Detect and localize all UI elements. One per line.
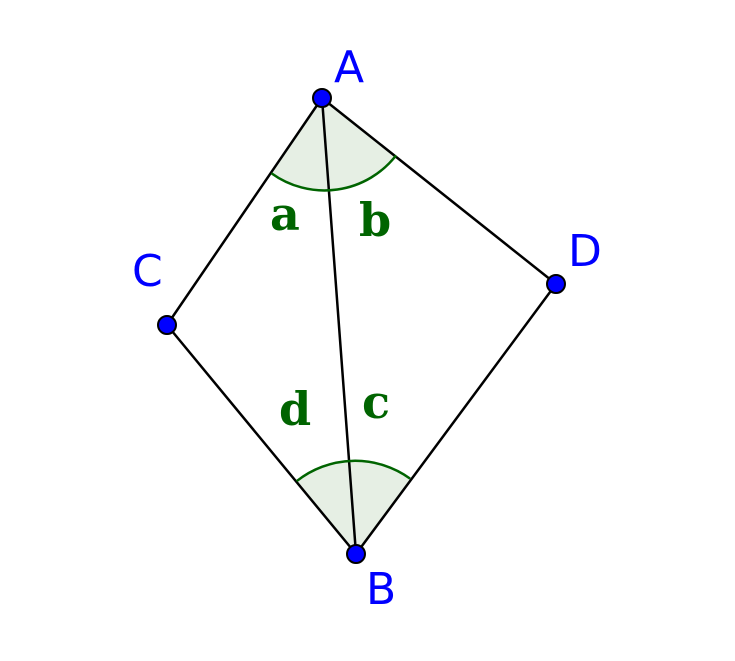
vertex-A [312, 88, 332, 108]
vertex-D [546, 274, 566, 294]
vertex-B [346, 544, 366, 564]
angle-label-d: d [279, 382, 311, 436]
angle-sector-at-A [271, 98, 397, 191]
label-B: B [366, 564, 396, 615]
edge-AD [320, 96, 558, 286]
edge-CB [165, 323, 358, 556]
edge-AC [165, 96, 324, 327]
label-A: A [334, 42, 364, 93]
angle-label-c: c [362, 375, 390, 429]
label-C: C [132, 246, 163, 297]
edge-DB [354, 282, 558, 556]
label-D: D [568, 226, 602, 277]
angle-label-a: a [270, 187, 300, 241]
angle-label-b: b [359, 193, 391, 247]
diagonal-AB [320, 96, 358, 556]
vertex-C [157, 315, 177, 335]
angle-arc-at-B [295, 459, 411, 483]
angle-arc-at-A [270, 154, 398, 192]
